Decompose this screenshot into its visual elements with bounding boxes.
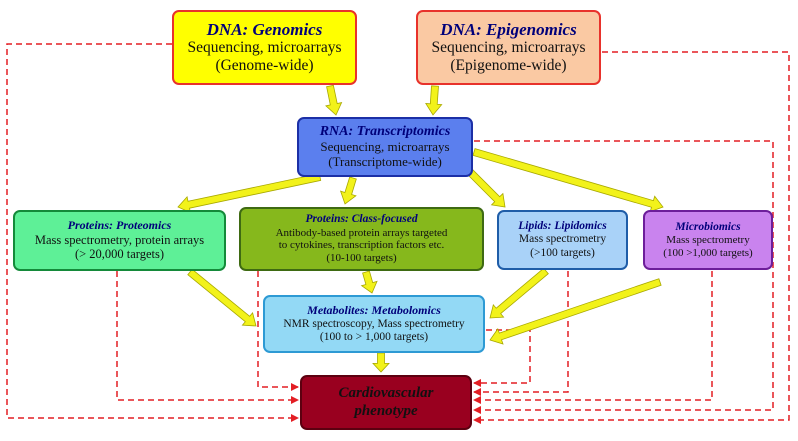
epigenomics-box: DNA: Epigenomics Sequencing, microarrays…: [416, 10, 601, 85]
genomics-methods: Sequencing, microarrays: [187, 39, 342, 57]
epigenomics-methods: Sequencing, microarrays: [431, 39, 586, 57]
dashed-arrow-epigenomics-phenotype: [473, 51, 790, 424]
dashed-arrow-microbiomics-phenotype: [473, 271, 713, 404]
dashed-connectors: [6, 43, 790, 424]
transcriptomics-methods: Sequencing, microarrays: [320, 139, 450, 155]
solid-arrow-genomics-transcriptomics: [325, 84, 343, 116]
epigenomics-title: DNA: Epigenomics: [440, 19, 577, 39]
solid-connectors: [177, 84, 664, 373]
genomics-title: DNA: Genomics: [206, 19, 323, 39]
dashed-arrow-proteomics-phenotype: [116, 271, 299, 404]
microbiomics-methods: Mass spectrometry: [666, 233, 750, 246]
class-focused-title: Proteins: Class-focused: [305, 213, 418, 226]
microbiomics-box: Microbiomics Mass spectrometry (100 >1,0…: [643, 210, 773, 270]
lipidomics-methods: Mass spectrometry: [518, 233, 607, 246]
proteomics-box: Proteins: Proteomics Mass spectrometry, …: [13, 210, 226, 271]
solid-arrow-transcriptomics-class-focused: [339, 176, 357, 205]
metabolomics-targets: (100 to > 1,000 targets): [319, 330, 429, 343]
class-focused-proteins-box: Proteins: Class-focused Antibody-based p…: [239, 207, 484, 271]
proteomics-title: Proteins: Proteomics: [67, 218, 172, 233]
metabolomics-box: Metabolites: Metabolomics NMR spectrosco…: [263, 295, 485, 353]
solid-arrow-transcriptomics-proteomics: [177, 173, 322, 214]
phenotype-title-line-2: phenotype: [354, 402, 418, 419]
dashed-arrow-transcriptomics-phenotype: [473, 140, 774, 414]
dashed-arrow-genomics-phenotype: [6, 43, 299, 422]
transcriptomics-scope: (Transcriptome-wide): [328, 154, 442, 170]
class-focused-targets: (10-100 targets): [326, 251, 397, 264]
solid-arrow-microbiomics-metabolomics: [489, 278, 662, 345]
solid-arrow-transcriptomics-lipidomics: [466, 168, 506, 208]
microbiomics-targets: (100 >1,000 targets): [663, 246, 753, 259]
proteomics-methods: Mass spectrometry, protein arrays: [34, 233, 205, 248]
solid-arrow-metabolomics-phenotype: [372, 352, 390, 373]
cardiovascular-phenotype-box: Cardiovascular phenotype: [300, 375, 472, 430]
lipidomics-title: Lipids: Lipidomics: [518, 220, 607, 233]
metabolomics-methods: NMR spectroscopy, Mass spectrometry: [283, 317, 465, 330]
proteomics-targets: (> 20,000 targets): [74, 247, 165, 262]
metabolomics-title: Metabolites: Metabolomics: [307, 302, 441, 317]
solid-arrow-epigenomics-transcriptomics: [425, 85, 443, 116]
solid-arrow-class-focused-metabolomics: [360, 270, 378, 294]
genomics-box: DNA: Genomics Sequencing, microarrays (G…: [172, 10, 357, 85]
class-focused-targets-desc: to cytokines, transcription factors etc.: [278, 239, 445, 252]
class-focused-methods: Antibody-based protein arrays targeted: [275, 226, 448, 239]
dashed-arrow-class-focused-phenotype: [257, 271, 299, 391]
lipidomics-box: Lipids: Lipidomics Mass spectrometry (>1…: [497, 210, 628, 270]
solid-arrow-lipidomics-metabolomics: [489, 267, 549, 319]
phenotype-title-line-1: Cardiovascular: [338, 385, 434, 402]
solid-arrow-transcriptomics-microbiomics: [472, 148, 664, 213]
solid-arrow-proteomics-metabolomics: [187, 268, 257, 327]
transcriptomics-title: RNA: Transcriptomics: [319, 124, 451, 140]
lipidomics-targets: (>100 targets): [530, 246, 595, 259]
microbiomics-title: Microbiomics: [675, 220, 741, 233]
transcriptomics-box: RNA: Transcriptomics Sequencing, microar…: [297, 117, 473, 177]
genomics-scope: (Genome-wide): [215, 57, 314, 75]
epigenomics-scope: (Epigenome-wide): [450, 57, 567, 75]
